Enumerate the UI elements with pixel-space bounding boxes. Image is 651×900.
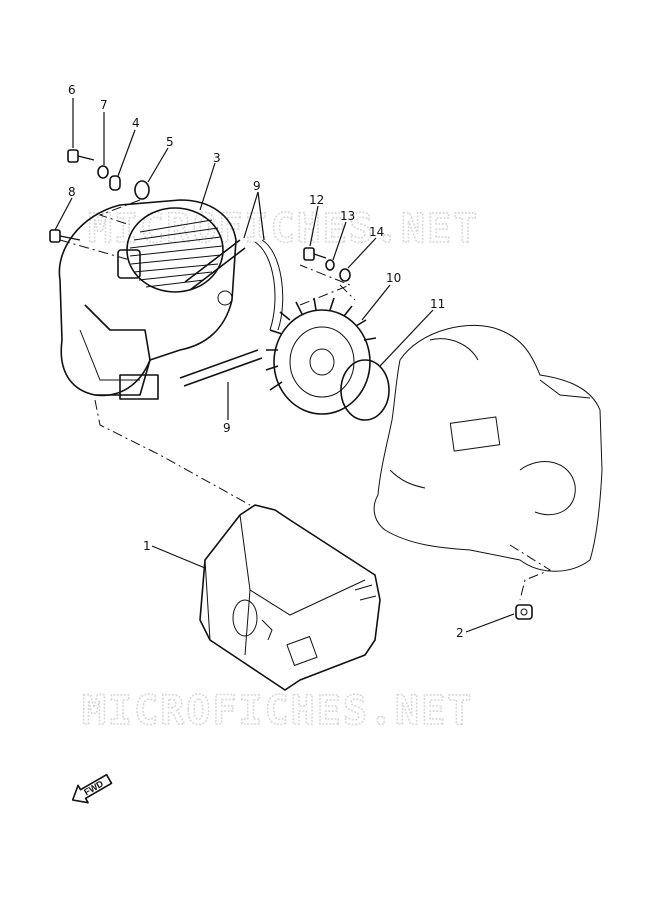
fwd-label: FWD [82, 778, 105, 797]
callout-9-top: 9 [253, 179, 261, 193]
bolt-part-12 [303, 247, 327, 261]
fan-cover-part-3 [58, 199, 237, 400]
callout-12: 12 [309, 193, 324, 207]
assembly-lines [59, 199, 552, 601]
callout-2: 2 [456, 626, 464, 640]
callout-3: 3 [213, 151, 221, 165]
callout-10: 10 [386, 271, 401, 285]
callout-labels: 6 7 4 5 3 8 9 12 13 14 10 11 9 1 2 [68, 83, 464, 640]
washer-part-13 [325, 259, 335, 271]
engine-block-outline [373, 324, 603, 572]
shroud-part-1 [199, 504, 381, 691]
damper-part-5 [134, 180, 150, 200]
forward-arrow-icon: FWD [71, 773, 113, 804]
grommet-part-2 [515, 604, 533, 620]
callout-5: 5 [166, 135, 174, 149]
callout-4: 4 [132, 116, 140, 130]
callout-7: 7 [100, 98, 108, 112]
callout-9-bottom: 9 [223, 421, 231, 435]
flywheel-fan-part-10 [265, 297, 377, 415]
callout-6: 6 [68, 83, 76, 97]
nut-part-14 [339, 268, 351, 282]
leader-lines [54, 98, 515, 633]
callout-14: 14 [369, 225, 384, 239]
o-ring-part-11 [340, 359, 390, 421]
collar-part-4 [109, 175, 121, 191]
washer-part-7 [97, 165, 109, 179]
bolt-part-6 [67, 149, 95, 163]
callout-13: 13 [340, 209, 355, 223]
callout-1: 1 [143, 539, 151, 553]
callout-11: 11 [430, 297, 445, 311]
watermark-top: MICROFICHES.NET [88, 206, 479, 252]
watermark-bottom: MICROFICHES.NET [82, 688, 473, 734]
callout-8: 8 [68, 185, 76, 199]
hose-part-9 [179, 239, 284, 387]
